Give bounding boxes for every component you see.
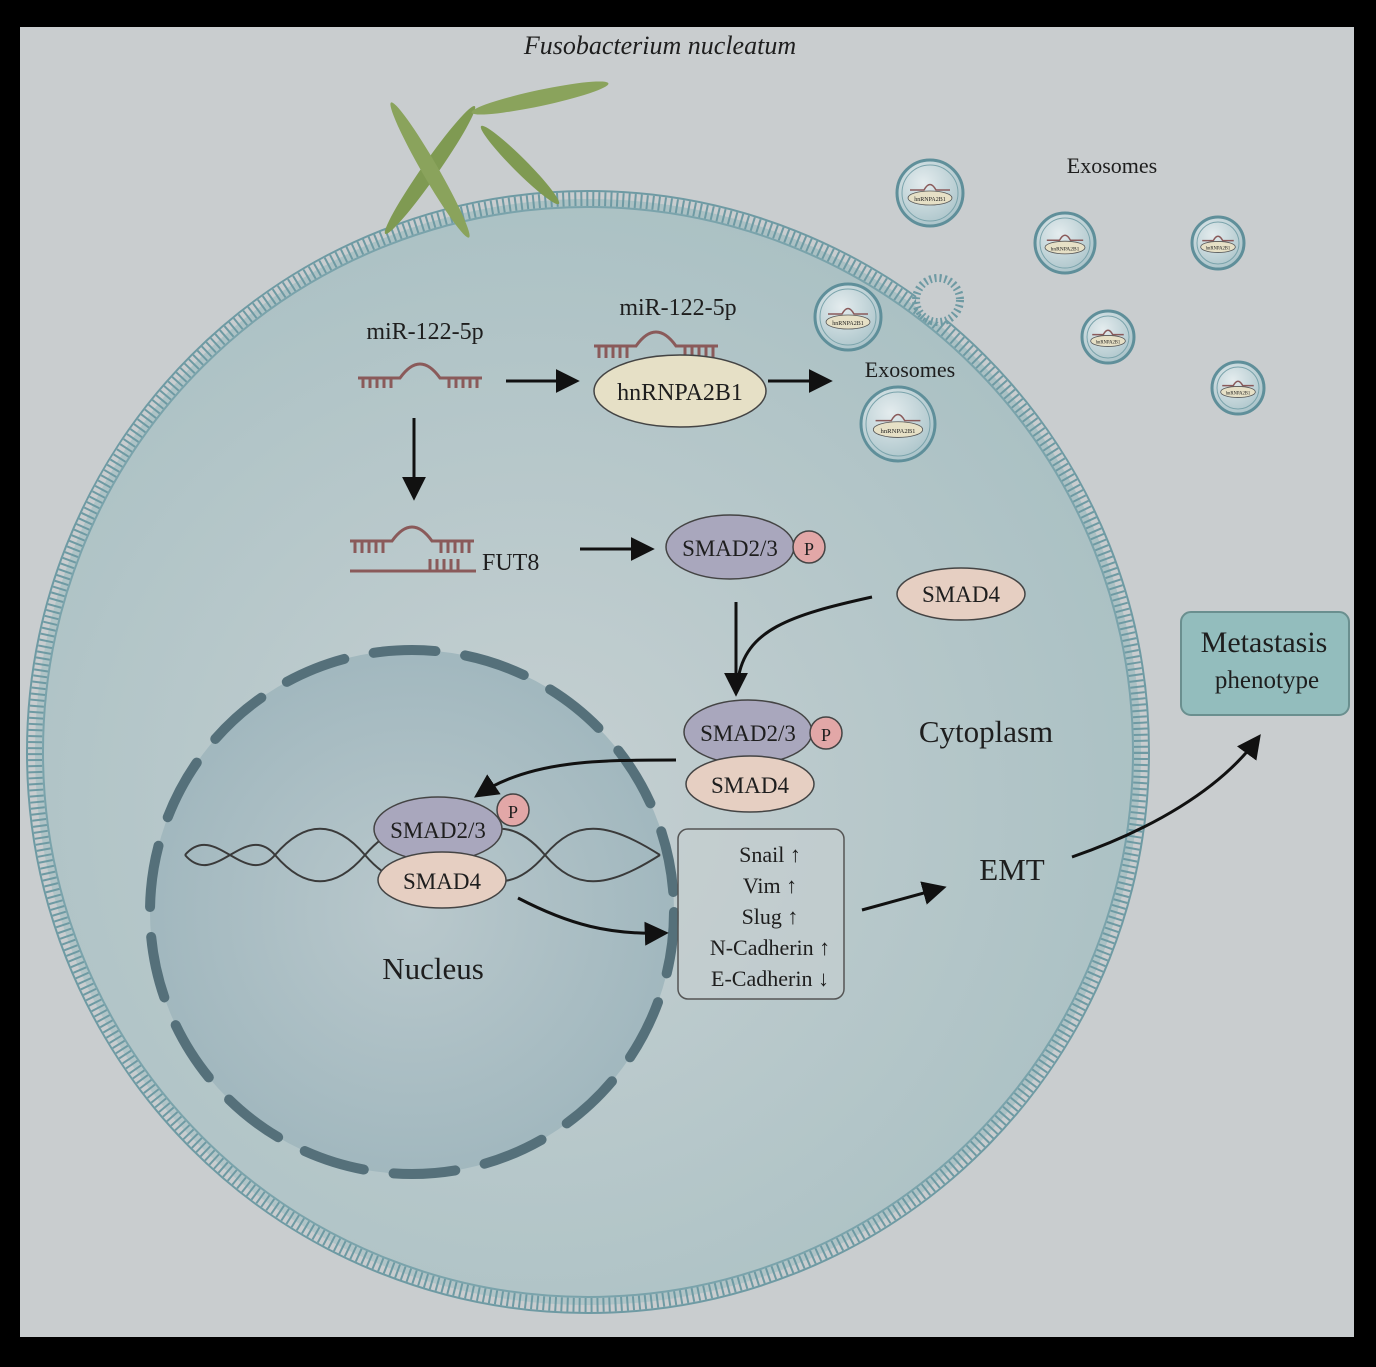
arrow-complex-to-markers <box>517 896 669 946</box>
exosome-cargo-label: hnRNPA2B1 <box>1096 340 1121 345</box>
cell-membrane-inner-line <box>42 206 1134 1298</box>
smad4-label-3: SMAD4 <box>403 869 481 894</box>
exosome-group: hnRNPA2B1 hnRNPA2B1 hnRNPA2B1 hnRNPA2B1 hnRN… <box>813 158 1266 463</box>
nuclear-envelope <box>145 645 679 1179</box>
phospho-label-1: P <box>804 539 814 559</box>
arrow-emt-to-metastasis <box>1071 734 1261 859</box>
cell-membrane-lipids <box>28 192 1148 1312</box>
smad23-label-2: SMAD2/3 <box>700 721 796 746</box>
mir-label-free: miR-122-5p <box>366 319 483 345</box>
emt-marker-item: N-Cadherin ↑ <box>710 935 830 960</box>
smad23-label-1: SMAD2/3 <box>682 536 778 561</box>
exosome-vesicle: hnRNPA2B1 <box>1210 360 1266 416</box>
exosome-vesicle: hnRNPA2B1 <box>895 158 965 228</box>
exosome-vesicle: hnRNPA2B1 <box>859 385 937 463</box>
cytoplasm-label: Cytoplasm <box>919 714 1053 749</box>
smad4-protein-1 <box>896 567 1026 621</box>
phospho-tag-1 <box>792 530 826 564</box>
smad4-label-2: SMAD4 <box>711 773 789 798</box>
mir-rna-free <box>358 362 482 388</box>
membrane-budding-pit <box>912 274 964 326</box>
organism-title: Fusobacterium nucleatum <box>523 31 796 60</box>
smad4-protein-2 <box>685 755 815 813</box>
fut8-label: FUT8 <box>482 550 539 576</box>
arrow-smad4-merge <box>736 595 873 681</box>
emt-markers-box <box>677 828 845 1000</box>
phospho-tag-2 <box>809 716 843 750</box>
emt-label: EMT <box>979 852 1045 887</box>
hnrnpa2b1-protein <box>593 354 767 428</box>
fusobacterium-rods <box>384 81 609 238</box>
exosome-cargo-label: hnRNPA2B1 <box>914 197 945 203</box>
phospho-label-3: P <box>508 802 518 822</box>
exosome-cargo-label: hnRNPA2B1 <box>1051 246 1080 252</box>
mir-rna-bound <box>594 330 718 358</box>
exosome-vesicle: hnRNPA2B1 <box>1080 309 1136 365</box>
exosome-cargo-label: hnRNPA2B1 <box>880 428 915 435</box>
exosomes-label-outer: Exosomes <box>1067 153 1157 178</box>
emt-marker-item: Slug ↑ <box>742 904 799 929</box>
emt-marker-item: Snail ↑ <box>739 842 801 867</box>
metastasis-label-line2: phenotype <box>1215 667 1319 694</box>
exosome-cargo-label: hnRNPA2B1 <box>1226 391 1251 396</box>
emt-marker-item: Vim ↑ <box>743 873 797 898</box>
exosome-vesicle: hnRNPA2B1 <box>1190 215 1246 271</box>
emt-markers-list: Snail ↑ Vim ↑ Slug ↑ N-Cadherin ↑ E-Cadherin… <box>710 842 830 991</box>
smad4-label-1: SMAD4 <box>922 582 1000 607</box>
smad4-protein-3 <box>377 851 507 909</box>
exosome-cargo-label: hnRNPA2B1 <box>1206 246 1231 251</box>
smad23-label-3: SMAD2/3 <box>390 818 486 843</box>
metastasis-phenotype-box <box>1180 611 1350 716</box>
phospho-label-2: P <box>821 725 831 745</box>
mir-label-bound: miR-122-5p <box>619 295 736 321</box>
arrow-markers-to-emt <box>861 881 947 912</box>
exosome-vesicle: hnRNPA2B1 <box>813 282 883 352</box>
cell-membrane-outer-line <box>26 190 1150 1314</box>
exosomes-label-inner: Exosomes <box>865 357 955 382</box>
exosome-cargo-label: hnRNPA2B1 <box>832 321 863 327</box>
metastasis-label-line1: Metastasis <box>1201 626 1328 659</box>
arrow-complex-to-nucleus <box>474 758 677 798</box>
emt-marker-item: E-Cadherin ↓ <box>711 966 829 991</box>
mir-fut8-duplex <box>350 525 476 573</box>
nucleus-label: Nucleus <box>382 951 484 986</box>
phospho-tag-3 <box>496 793 530 827</box>
hnrnpa2b1-label: hnRNPA2B1 <box>617 380 743 406</box>
exosome-vesicle: hnRNPA2B1 <box>1033 211 1097 275</box>
nucleus-body <box>150 650 674 1174</box>
